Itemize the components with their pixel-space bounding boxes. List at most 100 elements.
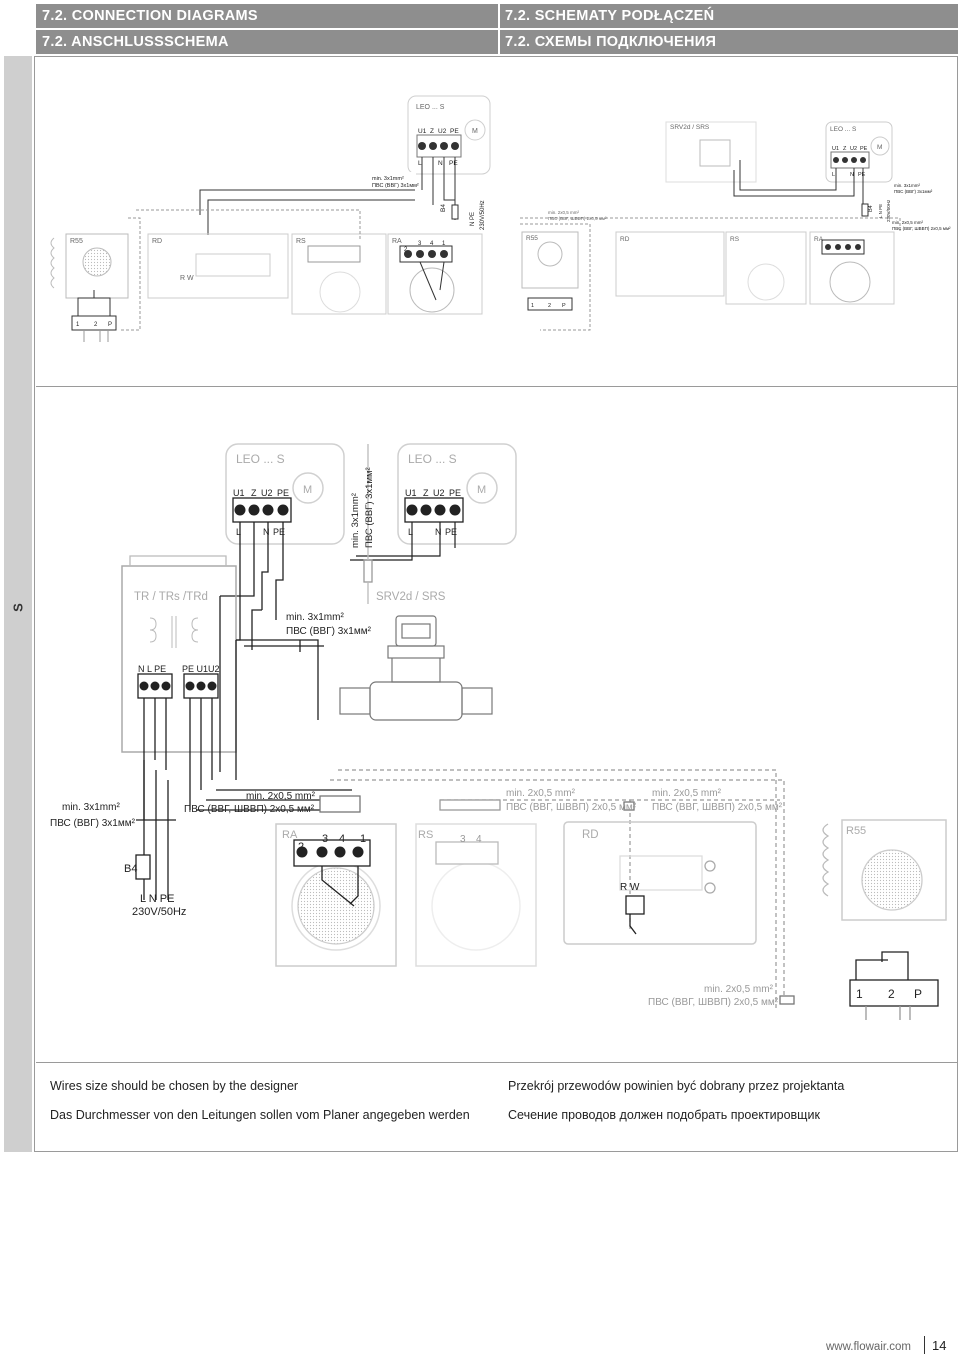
cable-c: min. 2x0,5 mm²	[246, 791, 316, 802]
cable-d: min. 2x0,5 mm²	[506, 788, 576, 799]
footer-url[interactable]: www.flowair.com	[826, 1341, 911, 1353]
d1-supply-voltage: 230V/50Hz	[480, 200, 486, 230]
main-motor-2: M	[477, 484, 486, 496]
d2-r55-tp: P	[562, 303, 566, 309]
d2-term-n: N	[850, 172, 854, 178]
supply-voltage: 230V/50Hz	[132, 906, 186, 918]
cable-f: min. 2x0,5 mm²	[704, 984, 774, 995]
cable-b: min. 3x1mm²	[286, 612, 344, 623]
d1-r55-t1: 1	[76, 322, 80, 328]
d1-cable: min. 3x1mm²	[372, 176, 404, 182]
rd-rw: R W	[620, 882, 640, 893]
ra-n2: 2	[298, 841, 304, 853]
d2-motor: M	[877, 144, 882, 151]
d1-ra: RA	[392, 238, 402, 245]
d1-r55: R55	[70, 238, 83, 245]
note-de: Das Durchmesser von den Leitungen sollen…	[50, 1108, 470, 1122]
d1-term-pe2: PE	[449, 160, 458, 167]
rs-label: RS	[418, 829, 433, 841]
header-divider	[498, 4, 500, 28]
r55-label: R55	[846, 825, 866, 837]
d2-signal-2-ru: ПВС (ВВГ, ШВВП) 2x0,5 мм²	[548, 216, 607, 221]
rs-n4: 4	[476, 834, 482, 845]
d1-term-n: N	[438, 160, 443, 167]
main-diagram	[121, 443, 947, 1020]
leo1-t-u2: U2	[261, 488, 273, 498]
d2-term-u2: U2	[850, 146, 857, 152]
section-divider	[36, 386, 958, 387]
ra-label: RA	[282, 829, 298, 841]
r55-t2: 2	[888, 987, 895, 1001]
cable-c-ru: ПВС (ВВГ, ШВВП) 2x0,5 мм²	[184, 804, 315, 815]
ra-n4: 4	[339, 833, 345, 845]
cable-a-ru: ПВС (ВВГ) 3x1мм²	[50, 818, 136, 829]
d2-supply: L N PE	[878, 204, 883, 218]
d2-signal: min. 2x0,5 mm²	[892, 220, 924, 225]
leo1-t-pe: PE	[277, 488, 289, 498]
leo2-t-pe: PE	[449, 488, 461, 498]
header-divider	[498, 30, 500, 54]
vert-cable: min. 3x1mm²	[350, 493, 361, 548]
diagram-2	[520, 121, 901, 331]
page-number: 14	[932, 1338, 947, 1353]
tr-label: TR / TRs /TRd	[134, 591, 208, 603]
rs-n3: 3	[460, 834, 466, 845]
d2-ra: RA	[814, 236, 824, 243]
ra-n1: 1	[360, 833, 366, 845]
d1-n4: 4	[430, 241, 434, 247]
d1-r55-tp: P	[108, 322, 112, 328]
d2-r55-t1: 1	[531, 303, 534, 309]
d1-term-z: Z	[430, 128, 434, 135]
d1-term-pe: PE	[450, 128, 459, 135]
ra-n3: 3	[322, 833, 328, 845]
srv-label: SRV2d / SRS	[376, 591, 446, 603]
leo1-t-z: Z	[251, 488, 257, 498]
leo1-b-l: L	[236, 527, 241, 537]
leo2-b-pe: PE	[445, 527, 457, 537]
d1-leo-label: LEO ... S	[416, 104, 445, 111]
note-ru: Сечение проводов должен подобрать проект…	[508, 1108, 820, 1122]
leo1-b-n: N	[263, 527, 270, 537]
title-de: 7.2. ANSCHLUSSSCHEMA	[42, 34, 229, 50]
title-en: 7.2. CONNECTION DIAGRAMS	[42, 8, 258, 24]
main-diagram-labels: LEO ... S LEO ... S M M U1 Z U2 PE L N P…	[50, 452, 922, 1008]
d1-term-l: L	[418, 160, 422, 167]
rd-label: RD	[582, 829, 599, 841]
leo1-b-pe: PE	[273, 527, 285, 537]
r55-tp: P	[914, 987, 922, 1001]
d1-cable-ru: ПВС (ВВГ) 3x1мм²	[372, 183, 419, 189]
d2-r55: R55	[526, 235, 538, 242]
header-row-1: 7.2. CONNECTION DIAGRAMS 7.2. SCHEMATY P…	[36, 4, 958, 28]
cable-a: min. 3x1mm²	[62, 802, 120, 813]
d2-cable: min. 3x1mm²	[894, 183, 921, 188]
d1-n1: 1	[442, 241, 446, 247]
b4-label: B4	[124, 863, 137, 875]
cable-f-ru: ПВС (ВВГ, ШВВП) 2x0,5 мм²	[648, 997, 779, 1008]
d1-n2: 2	[404, 247, 408, 253]
d1-supply-npe: N PE	[470, 212, 476, 226]
side-bar	[4, 56, 32, 1152]
d2-b4: B4	[868, 205, 874, 212]
supply-label: L N PE	[140, 893, 174, 905]
r55-t1: 1	[856, 987, 863, 1001]
note-pl: Przekrój przewodów powinien być dobrany …	[508, 1079, 845, 1093]
d2-rs: RS	[730, 236, 740, 243]
leo1-t-u1: U1	[233, 488, 245, 498]
d2-voltage: 230V/50Hz	[886, 199, 891, 222]
main-leo2: LEO ... S	[408, 452, 457, 466]
d1-r55-t2: 2	[94, 322, 98, 328]
d2-term-z: Z	[843, 146, 847, 152]
title-ru: 7.2. СХЕМЫ ПОДКЛЮЧЕНИЯ	[505, 34, 717, 50]
cable-b-ru: ПВС (ВВГ) 3x1мм²	[286, 626, 372, 637]
d2-leo: LEO ... S	[830, 126, 857, 133]
d2-rd: RD	[620, 236, 630, 243]
d2-term-l: L	[832, 172, 835, 178]
d1-n3: 3	[418, 241, 422, 247]
content-frame	[34, 56, 958, 1152]
cable-e: min. 2x0,5 mm²	[652, 788, 722, 799]
d2-term-pe2: PE	[858, 172, 866, 178]
diagram-1-labels: LEO ... S M U1 Z U2 PE L N PE min. 3x1mm…	[70, 104, 486, 328]
leo2-b-l: L	[408, 527, 413, 537]
leo2-b-n: N	[435, 527, 442, 537]
